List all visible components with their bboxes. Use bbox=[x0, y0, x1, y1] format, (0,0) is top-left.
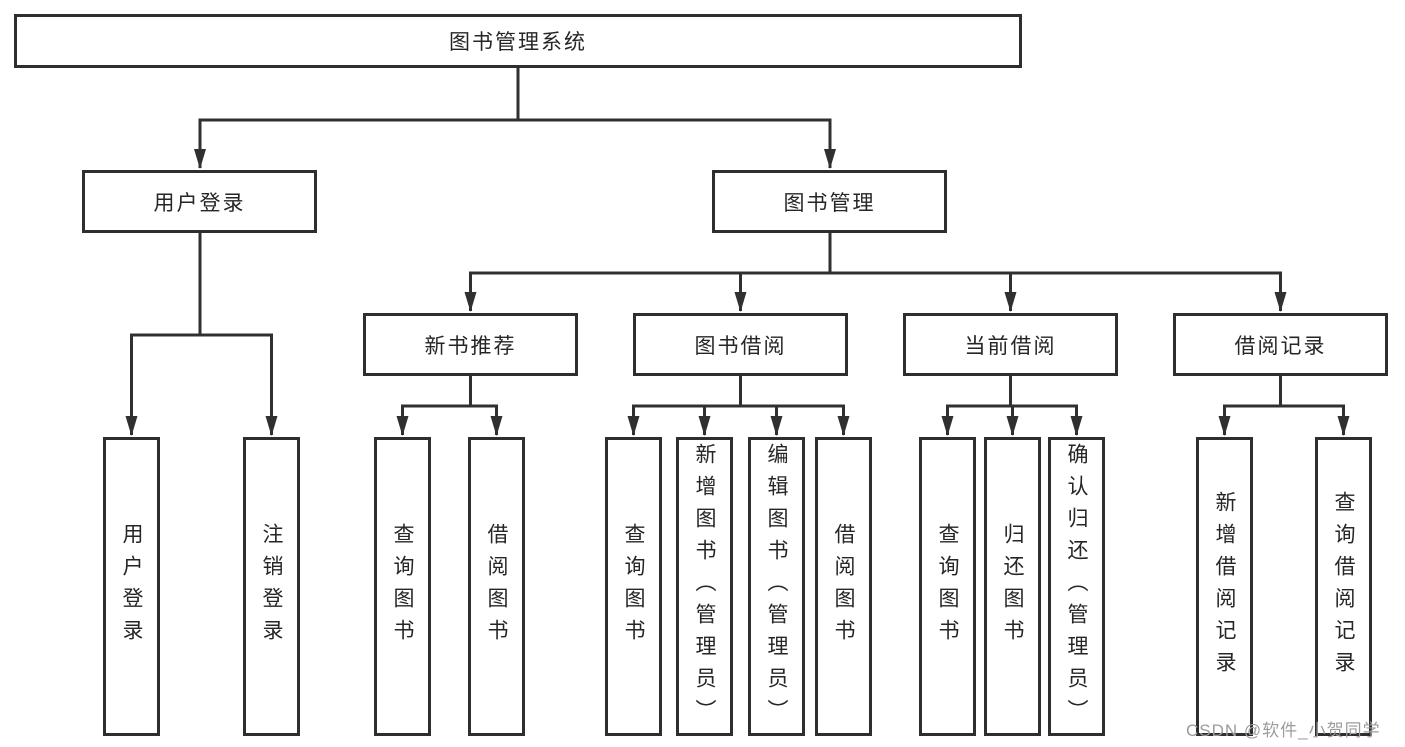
node-borrow-record: 借阅记录 bbox=[1173, 313, 1388, 376]
leaf-current-query: 查询图书 bbox=[919, 437, 976, 736]
node-root: 图书管理系统 bbox=[14, 14, 1022, 68]
leaf-user-login: 用户登录 bbox=[103, 437, 160, 736]
node-book-borrow: 图书借阅 bbox=[633, 313, 848, 376]
leaf-record-query: 查询借阅记录 bbox=[1315, 437, 1372, 736]
leaf-newbook-query: 查询图书 bbox=[374, 437, 431, 736]
leaf-record-add: 新增借阅记录 bbox=[1196, 437, 1253, 736]
csdn-watermark: CSDN @软件_小贺同学 bbox=[1186, 721, 1381, 740]
node-current-borrow: 当前借阅 bbox=[903, 313, 1118, 376]
leaf-current-confirm-admin: 确认归还（管理员） bbox=[1048, 437, 1105, 736]
leaf-borrow-borrow: 借阅图书 bbox=[815, 437, 872, 736]
node-user-login: 用户登录 bbox=[82, 170, 317, 233]
leaf-newbook-borrow: 借阅图书 bbox=[468, 437, 525, 736]
leaf-current-return: 归还图书 bbox=[984, 437, 1041, 736]
leaf-borrow-query: 查询图书 bbox=[605, 437, 662, 736]
node-book-management: 图书管理 bbox=[712, 170, 947, 233]
leaf-borrow-add-admin: 新增图书（管理员） bbox=[676, 437, 733, 736]
leaf-logout: 注销登录 bbox=[243, 437, 300, 736]
leaf-borrow-edit-admin: 编辑图书（管理员） bbox=[748, 437, 805, 736]
node-new-book-recommend: 新书推荐 bbox=[363, 313, 578, 376]
